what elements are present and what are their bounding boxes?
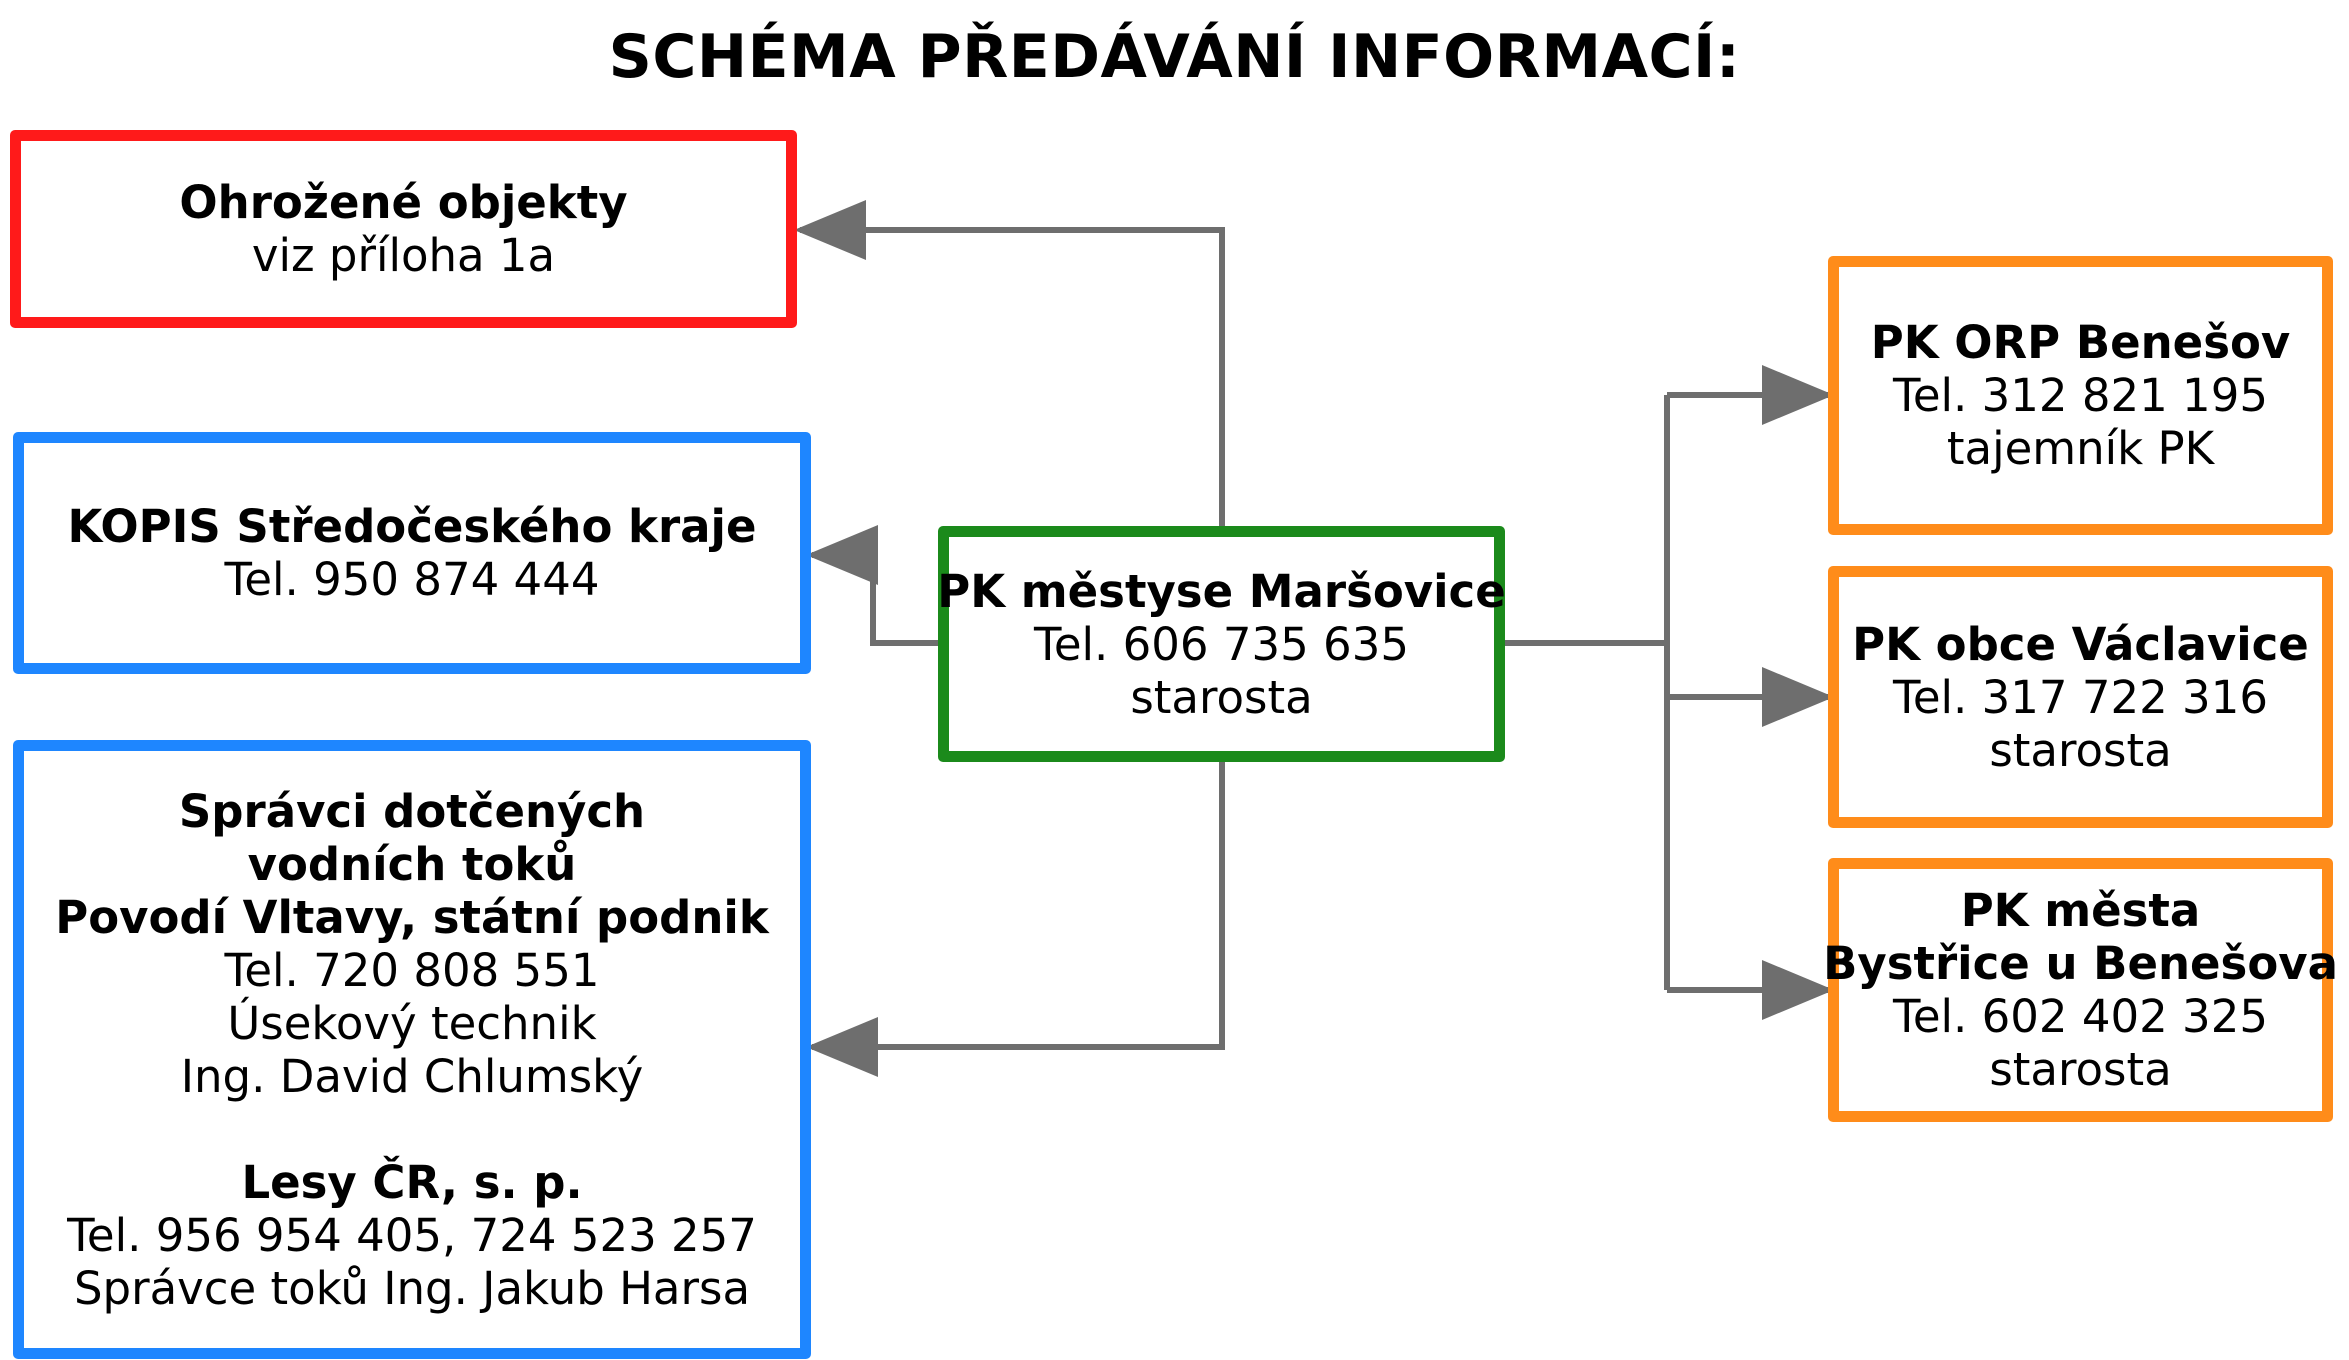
box-threatened-objects: Ohrožené objekty viz příloha 1a (10, 130, 797, 328)
forests-name: Lesy ČR, s. p. (241, 1155, 583, 1209)
water-managers-name-3: Povodí Vltavy, státní podnik (55, 890, 769, 944)
box-center-marsovice: PK městyse Maršovice Tel. 606 735 635 st… (937, 526, 1506, 762)
orp-name: PK ORP Benešov (1870, 316, 2291, 369)
kopis-name: KOPIS Středočeského kraje (67, 500, 757, 553)
center-name: PK městyse Maršovice (937, 564, 1506, 618)
forests-phone: Tel. 956 954 405, 724 523 257 (67, 1208, 757, 1262)
vaclavice-name: PK obce Václavice (1852, 617, 2309, 671)
water-managers-name-1: Správci dotčených (178, 784, 646, 838)
box-water-managers: Správci dotčených vodních toků Povodí Vl… (13, 740, 811, 1359)
water-managers-person: Ing. David Chlumský (180, 1049, 644, 1103)
diagram-title: SCHÉMA PŘEDÁVÁNÍ INFORMACÍ: (608, 22, 1741, 92)
water-managers-name-2: vodních toků (247, 837, 577, 891)
bystrice-name-1: PK města (1960, 884, 2201, 937)
bystrice-name-2: Bystřice u Benešova (1823, 937, 2338, 990)
threatened-objects-note: viz příloha 1a (251, 229, 556, 282)
center-role: starosta (1130, 670, 1313, 724)
forests-person: Správce toků Ing. Jakub Harsa (73, 1261, 751, 1315)
bystrice-role: starosta (1989, 1043, 2172, 1096)
connector-to-water (806, 762, 1225, 1077)
vaclavice-role: starosta (1989, 723, 2172, 777)
orp-role: tajemník PK (1946, 422, 2215, 475)
threatened-objects-name: Ohrožené objekty (179, 176, 628, 229)
box-orp-benesov: PK ORP Benešov Tel. 312 821 195 tajemník… (1828, 256, 2333, 535)
box-kopis: KOPIS Středočeského kraje Tel. 950 874 4… (13, 432, 811, 674)
water-managers-phone: Tel. 720 808 551 (224, 943, 600, 997)
center-phone: Tel. 606 735 635 (1034, 617, 1409, 671)
kopis-phone: Tel. 950 874 444 (224, 553, 600, 606)
connector-to-kopis (806, 525, 942, 646)
orp-phone: Tel. 312 821 195 (1893, 369, 2268, 422)
vaclavice-phone: Tel. 317 722 316 (1893, 670, 2268, 724)
box-vaclavice: PK obce Václavice Tel. 317 722 316 staro… (1828, 566, 2333, 828)
water-managers-role: Úsekový technik (227, 996, 597, 1050)
box-bystrice: PK města Bystřice u Benešova Tel. 602 40… (1823, 858, 2338, 1122)
connector-to-threatened (794, 200, 1225, 526)
bystrice-phone: Tel. 602 402 325 (1893, 990, 2268, 1043)
